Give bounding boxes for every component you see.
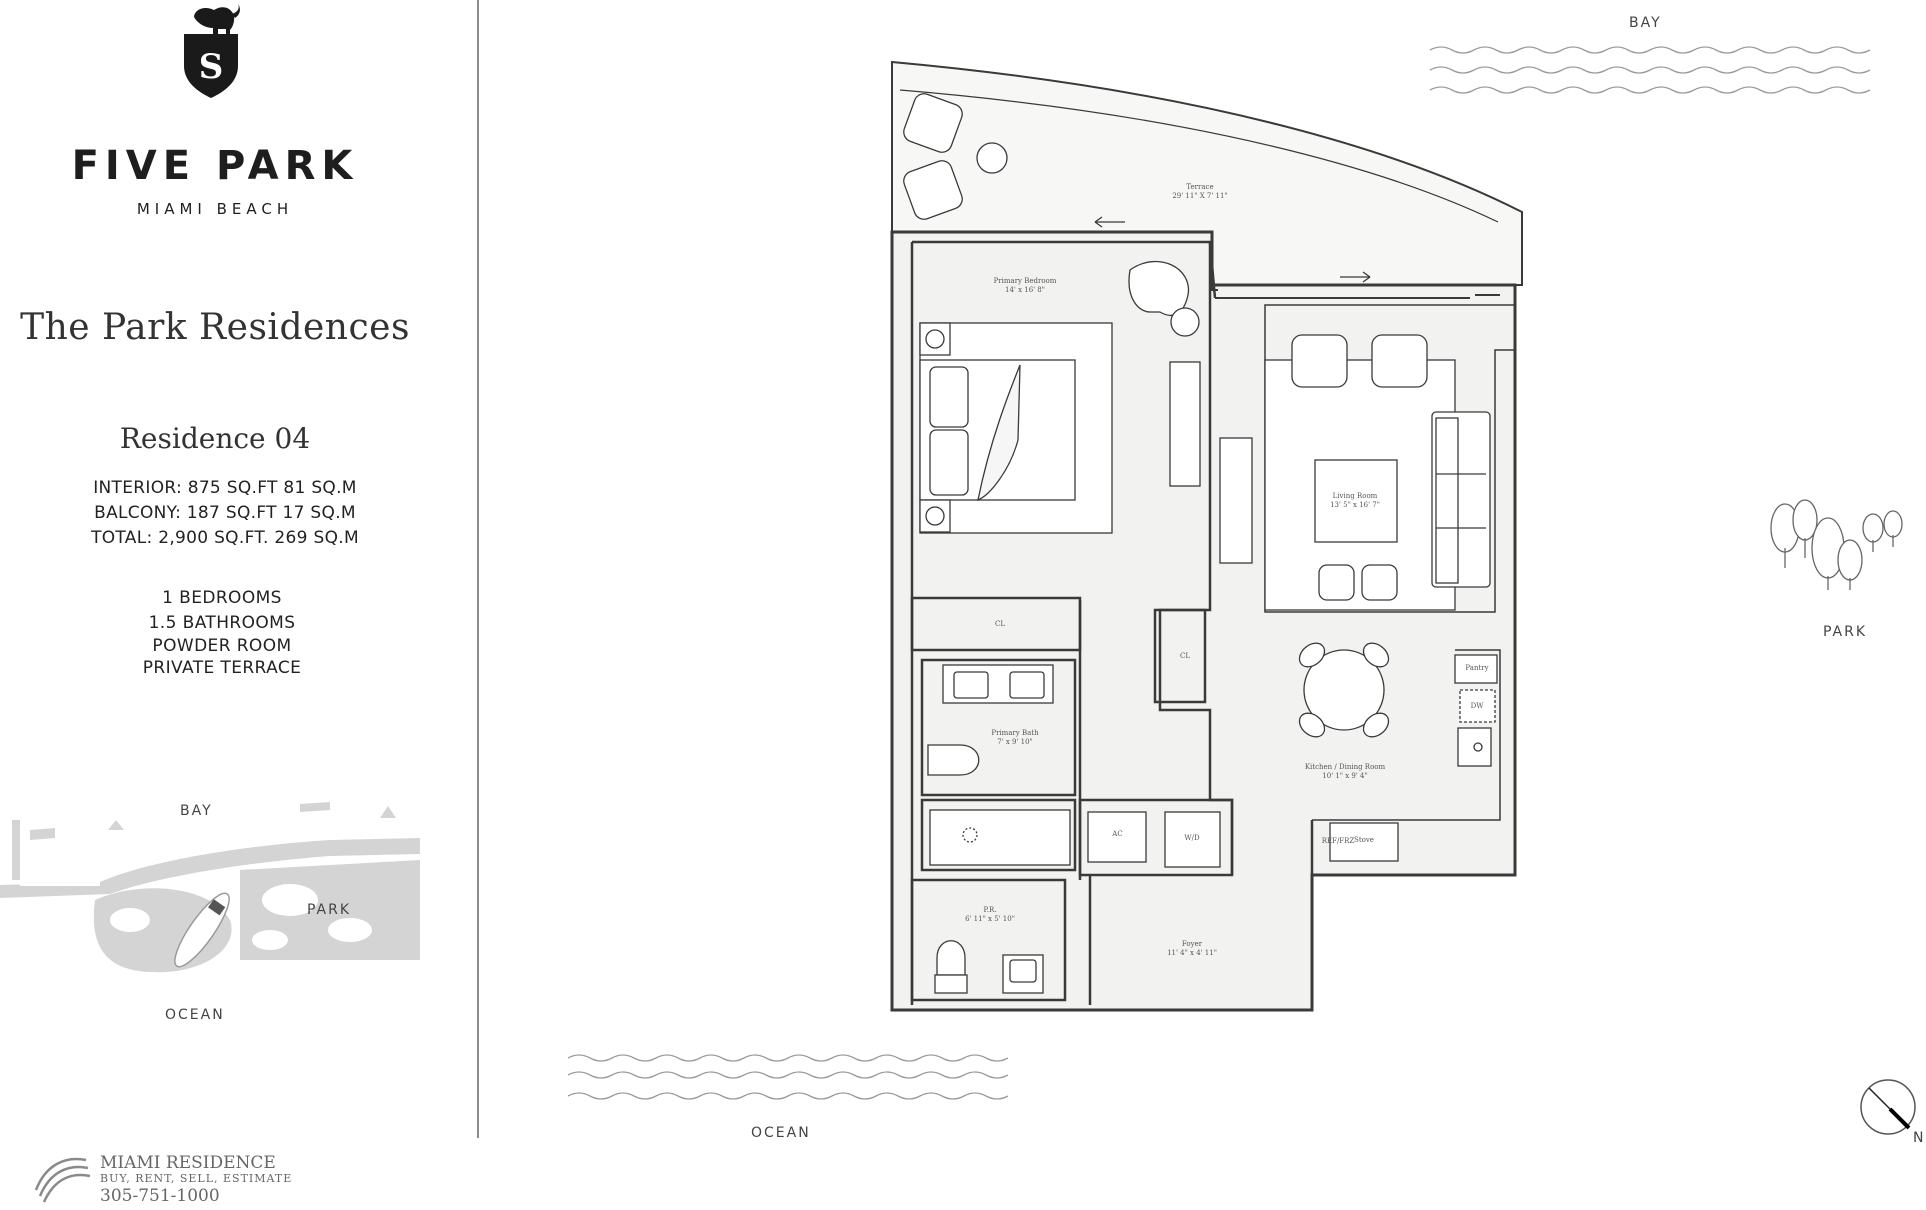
interior-walls	[910, 240, 1516, 1005]
residence-title: Residence 04	[119, 422, 311, 455]
keyplan-bay-label: BAY	[180, 803, 213, 819]
pantry-label: Pantry	[1465, 664, 1489, 672]
agency-name: MIAMI RESIDENCE	[100, 1153, 276, 1173]
feature-bedrooms: 1 BEDROOMS	[162, 588, 282, 608]
ocean-water-lines	[567, 1054, 1009, 1100]
living-furniture	[1264, 334, 1491, 611]
feature-bathrooms: 1.5 BATHROOMS	[148, 613, 296, 633]
agency-logo	[34, 1157, 91, 1203]
balcony-area: BALCONY: 187 SQ.FT 17 SQ.M	[94, 503, 356, 523]
bedroom-furniture	[919, 260, 1253, 564]
bath-fixtures	[927, 664, 1221, 994]
terrace-furniture	[903, 93, 1371, 283]
site-key-plan	[0, 802, 420, 973]
closet-label-1: CL	[994, 620, 1005, 628]
collection-title: The Park Residences	[20, 307, 410, 348]
feature-powder-room: POWDER ROOM	[152, 636, 292, 656]
feature-terrace: PRIVATE TERRACE	[142, 658, 302, 678]
agency-phone: 305-751-1000	[100, 1186, 220, 1206]
elephant-shield-logo: S	[184, 4, 240, 98]
info-sidebar: S FIVE PARK MIAMI BEACH The Park Residen…	[0, 0, 478, 1210]
north-label: N	[1913, 1130, 1926, 1146]
svg-text:S: S	[199, 47, 224, 87]
brand-location: MIAMI BEACH	[136, 200, 294, 218]
wd-label: W/D	[1184, 834, 1200, 842]
ocean-label: OCEAN	[751, 1125, 811, 1141]
keyplan-ocean-label: OCEAN	[165, 1007, 225, 1023]
ref-frz-label: REF/FRZ	[1321, 837, 1355, 845]
compass	[1860, 1079, 1916, 1135]
total-area: TOTAL: 2,900 SQ.FT. 269 SQ.M	[91, 528, 359, 548]
bay-water-lines	[1429, 46, 1871, 94]
interior-area: INTERIOR: 875 SQ.FT 81 SQ.M	[93, 478, 357, 498]
bay-label: BAY	[1629, 15, 1662, 31]
park-trees	[1770, 499, 1903, 590]
stove-label: Stove	[1354, 836, 1374, 844]
park-label: PARK	[1823, 624, 1868, 640]
kitchen-furniture	[1298, 642, 1498, 862]
ac-label: AC	[1112, 830, 1123, 838]
divider	[477, 0, 479, 1138]
agency-tagline: BUY, RENT, SELL, ESTIMATE	[100, 1172, 293, 1185]
powder-room-label: P.R.6' 11" x 5' 10"	[965, 906, 1015, 923]
keyplan-park-label: PARK	[307, 902, 352, 918]
dw-label: DW	[1470, 702, 1484, 710]
closet-label-2: CL	[1179, 652, 1190, 660]
brand-name: FIVE PARK	[71, 143, 359, 189]
